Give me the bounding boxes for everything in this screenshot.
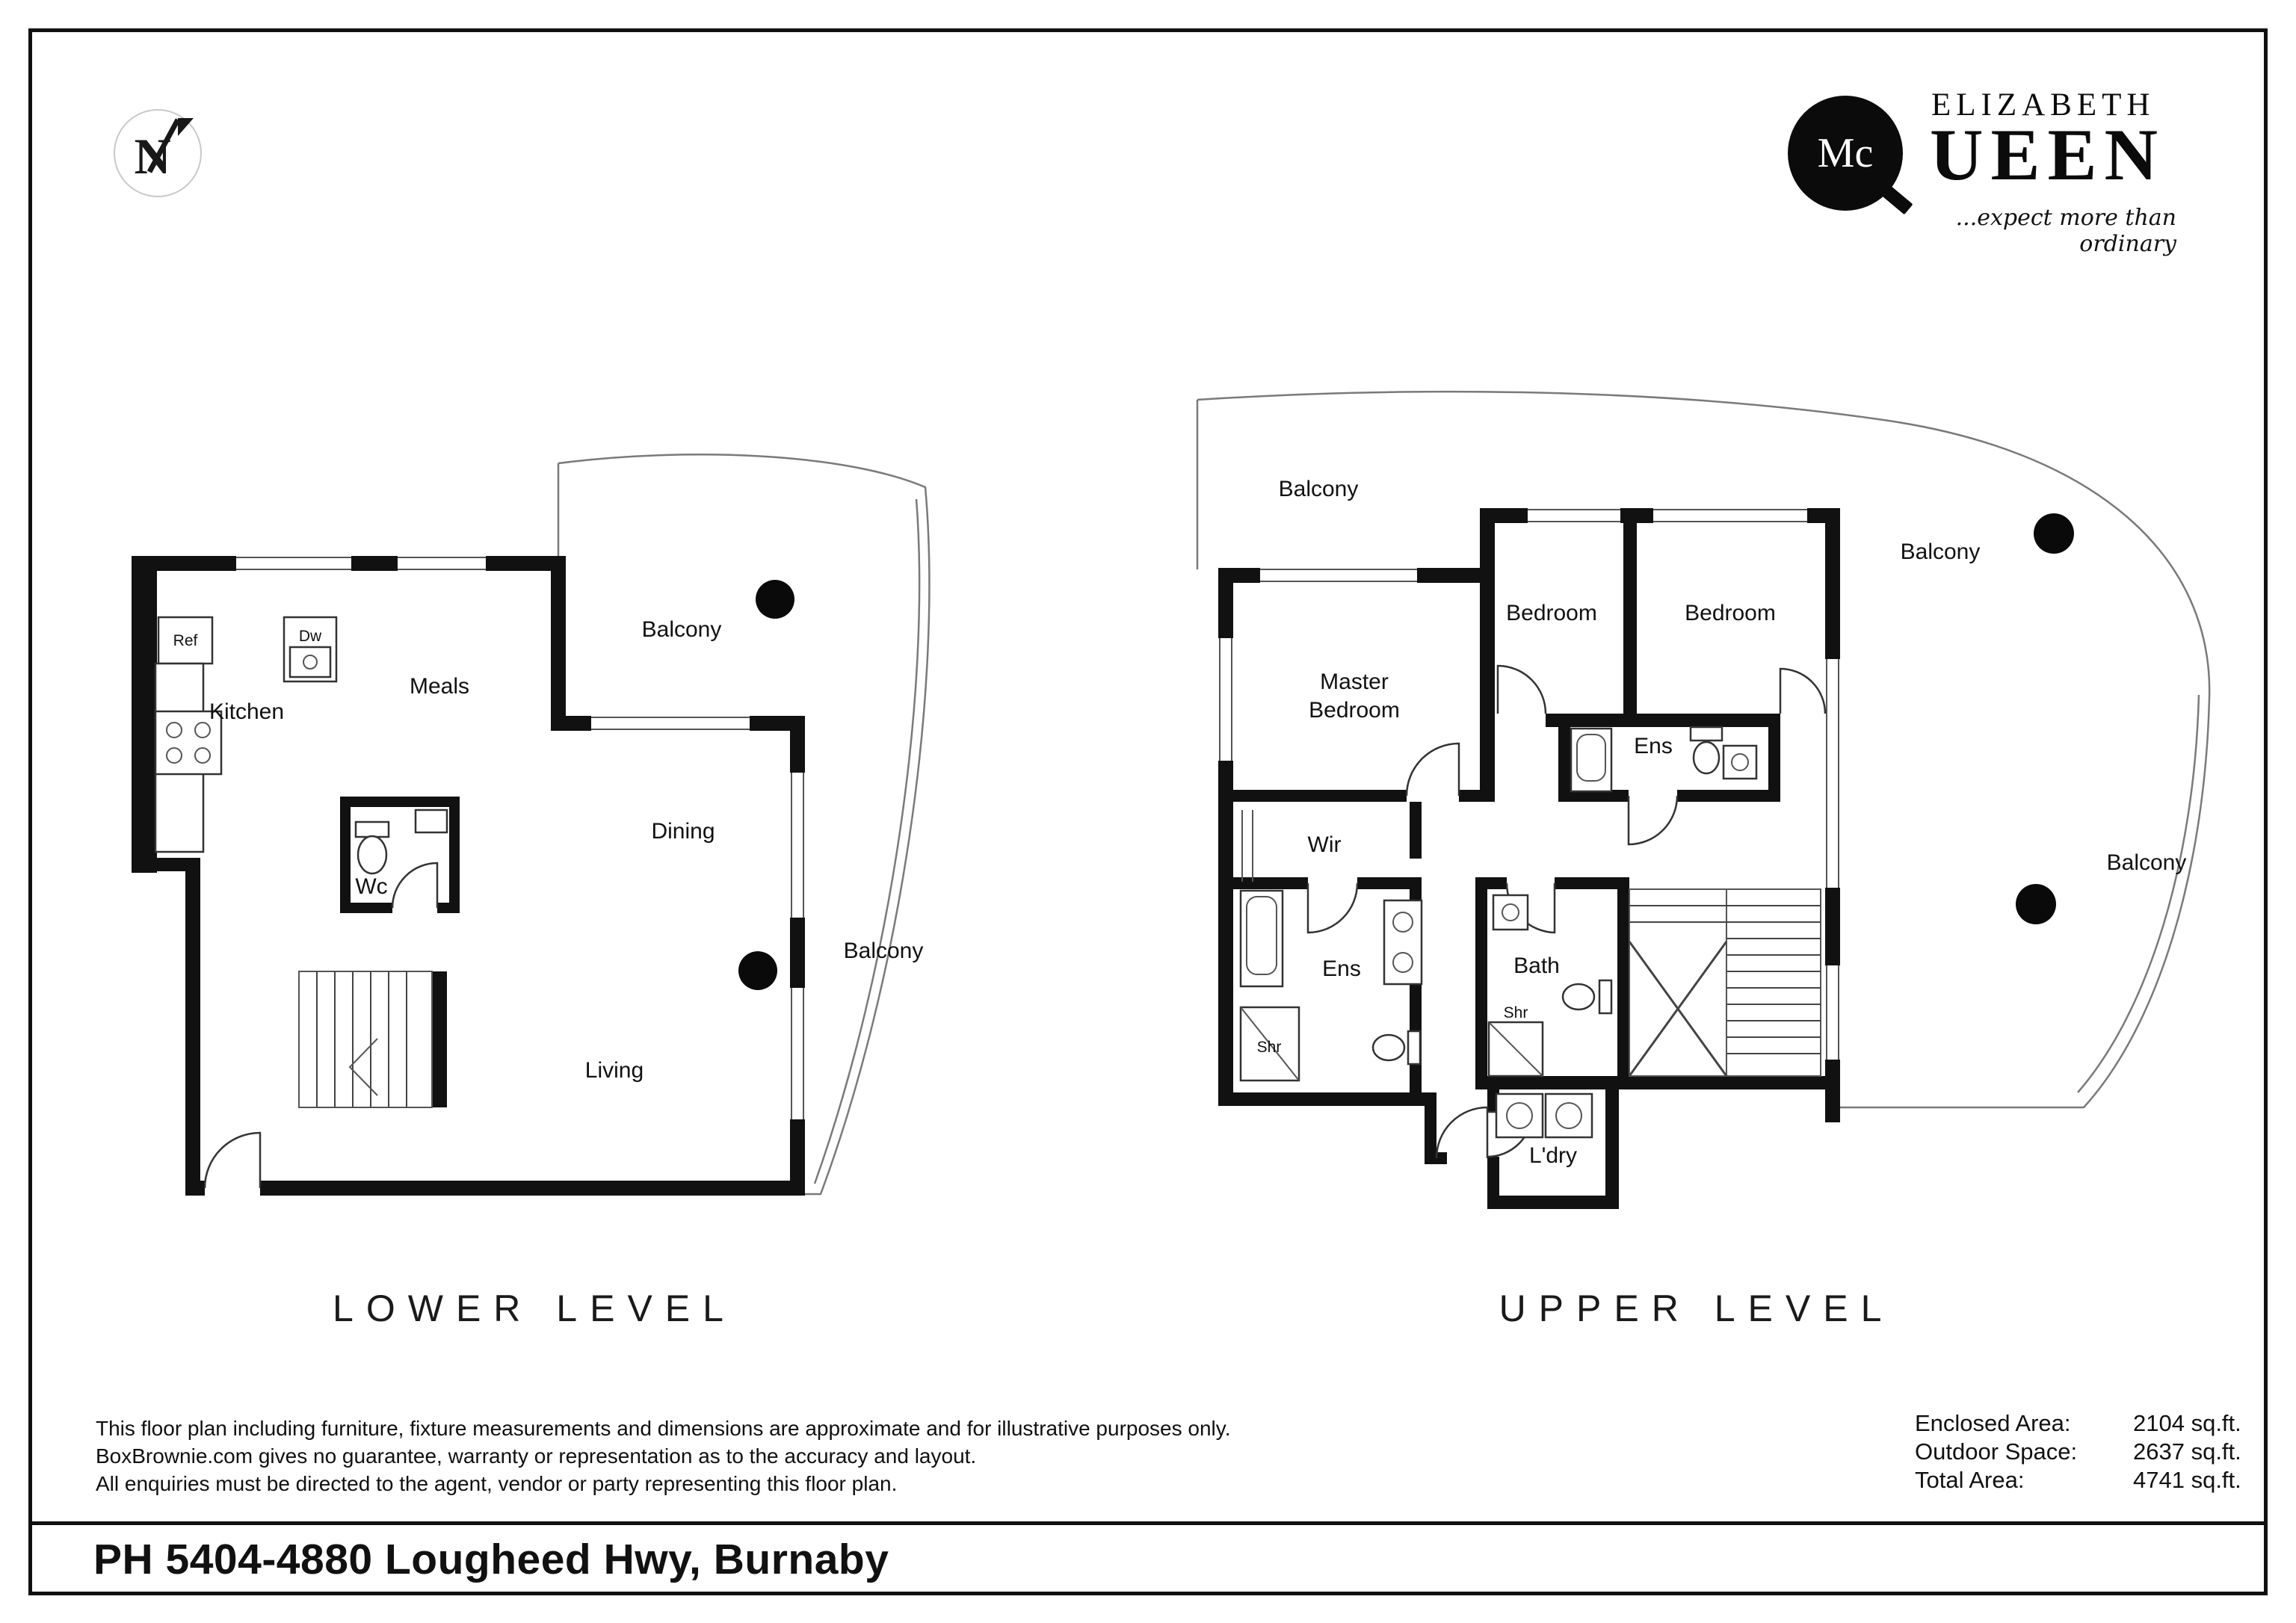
column (2016, 884, 2056, 924)
washer-icon (1495, 1092, 1544, 1139)
area-row-enclosed: Enclosed Area: 2104 sq.ft. (1915, 1409, 2241, 1438)
room-label-balcony-top-left: Balcony (1279, 477, 1359, 501)
area-row-total: Total Area: 4741 sq.ft. (1915, 1466, 2241, 1494)
column (756, 580, 794, 619)
outdoor-space-value: 2637 sq.ft. (2133, 1438, 2241, 1465)
compass-letter: N (134, 128, 170, 185)
room-label-balcony-top-right: Balcony (1901, 540, 1981, 564)
room-label-bath: Bath (1513, 953, 1560, 978)
fridge-icon (157, 616, 214, 665)
room-label-living: Living (585, 1058, 644, 1083)
room-label-master-line2: Bedroom (1309, 698, 1400, 723)
upper-room-labels: Balcony Bedroom Bedroom Balcony Master B… (1257, 477, 2187, 1168)
room-label-shr-master: Shr (1257, 1039, 1282, 1056)
disclaimer-line-1: This floor plan including furniture, fix… (96, 1417, 1231, 1440)
bathtub-icon (1239, 889, 1284, 988)
area-summary: Enclosed Area: 2104 sq.ft. Outdoor Space… (1915, 1409, 2241, 1494)
lower-doors (203, 862, 439, 1189)
room-label-balcony-top: Balcony (642, 617, 722, 642)
logo-tagline: ...expect more than ordinary (1955, 205, 2176, 257)
upper-balcony-rails (1196, 390, 2211, 1109)
disclaimer-line-3: All enquiries must be directed to the ag… (96, 1472, 898, 1495)
room-label-balcony-right: Balcony (2107, 850, 2187, 875)
lower-level-title: LOWER LEVEL (333, 1287, 736, 1329)
footer-divider (28, 1521, 2268, 1525)
room-label-ens-master: Ens (1322, 956, 1361, 981)
toilet-icon (1692, 741, 1721, 775)
column (738, 951, 777, 990)
lower-level-floorplan: Ref Dw Kitchen Meals Balcony Dining Wc B… (132, 454, 931, 1196)
room-label-meals: Meals (410, 674, 469, 699)
wc-toilet-tank (354, 820, 390, 838)
upper-fixtures (1239, 726, 1758, 1139)
bedroom1-door-arc (1496, 664, 1547, 714)
wc-door-arc (391, 862, 439, 909)
stove-icon (154, 710, 223, 776)
room-label-ref: Ref (173, 632, 198, 649)
upper-windows (1219, 509, 1839, 1060)
column (2034, 513, 2074, 554)
stair-void-cross (1628, 941, 1728, 1077)
room-label-shr-bath: Shr (1504, 1004, 1528, 1021)
upper-stairs (1628, 888, 1821, 1077)
vanity-icon (1383, 899, 1423, 986)
room-label-balcony-right: Balcony (844, 939, 924, 963)
logo-eyebrow-text: ELIZABETH (1931, 87, 2155, 123)
upper-level-floorplan: Balcony Bedroom Bedroom Balcony Master B… (1196, 390, 2211, 1209)
lower-windows (236, 557, 804, 1119)
lower-room-labels: Ref Dw Kitchen Meals Balcony Dining Wc B… (173, 617, 924, 1083)
outdoor-space-label: Outdoor Space: (1915, 1438, 2078, 1465)
master-door-arc (1405, 742, 1460, 797)
enclosed-area-value: 2104 sq.ft. (2133, 1410, 2241, 1436)
room-label-wc: Wc (355, 874, 387, 899)
north-indicator: N (114, 109, 202, 197)
total-area-label: Total Area: (1915, 1467, 2025, 1493)
shared-ensuite-door-arc (1627, 795, 1679, 846)
room-label-dw: Dw (299, 628, 322, 645)
room-label-kitchen: Kitchen (209, 699, 284, 724)
upper-entry-door-arc (1435, 1106, 1489, 1159)
area-row-outdoor: Outdoor Space: 2637 sq.ft. (1915, 1438, 2241, 1466)
wc-toilet-icon (357, 835, 388, 875)
sink-icon (1492, 894, 1529, 931)
north-flag-icon (178, 118, 194, 136)
lower-stairs (298, 971, 433, 1108)
toilet-tank (1407, 1030, 1422, 1066)
dryer-icon (1544, 1092, 1593, 1139)
lower-balcony-rails (557, 454, 931, 1196)
master-ensuite-door-arc (1306, 882, 1359, 934)
lower-walls (132, 556, 805, 1196)
disclaimer-line-2: BoxBrownie.com gives no guarantee, warra… (96, 1444, 977, 1468)
wc-sink-icon (414, 809, 448, 834)
compass-needle (146, 118, 181, 173)
room-label-ldry: L'dry (1529, 1143, 1577, 1168)
logo-name-text: UEEN (1930, 114, 2166, 196)
upper-level-title: UPPER LEVEL (1499, 1287, 1895, 1329)
room-label-master-line1: Master (1320, 670, 1389, 694)
toilet-icon (1371, 1033, 1406, 1062)
property-address: PH 5404-4880 Lougheed Hwy, Burnaby (93, 1536, 889, 1583)
disclaimer-block: This floor plan including furniture, fix… (96, 1415, 1230, 1497)
room-label-dining: Dining (651, 819, 715, 844)
toilet-tank (1598, 979, 1613, 1015)
toilet-tank (1689, 726, 1723, 742)
dishwasher-icon (288, 646, 332, 678)
total-area-value: 4741 sq.ft. (2133, 1467, 2241, 1493)
sink-icon (1722, 744, 1758, 780)
lower-fixtures (154, 616, 448, 875)
room-label-bedroom-2: Bedroom (1685, 601, 1776, 625)
bedroom2-door-arc (1779, 667, 1827, 714)
logo-mc-text: Mc (1817, 130, 1874, 176)
enclosed-area-label: Enclosed Area: (1915, 1410, 2071, 1436)
upper-walls (1218, 508, 1840, 1209)
room-label-bedroom-1: Bedroom (1506, 601, 1597, 625)
closet-rail (1241, 810, 1253, 882)
entry-door-arc (203, 1131, 262, 1189)
toilet-icon (1561, 983, 1596, 1011)
room-label-wir: Wir (1308, 832, 1342, 857)
room-label-ens-shared: Ens (1634, 734, 1673, 758)
stairs-arrow-icon (348, 1038, 378, 1096)
page-border (28, 28, 2268, 1595)
